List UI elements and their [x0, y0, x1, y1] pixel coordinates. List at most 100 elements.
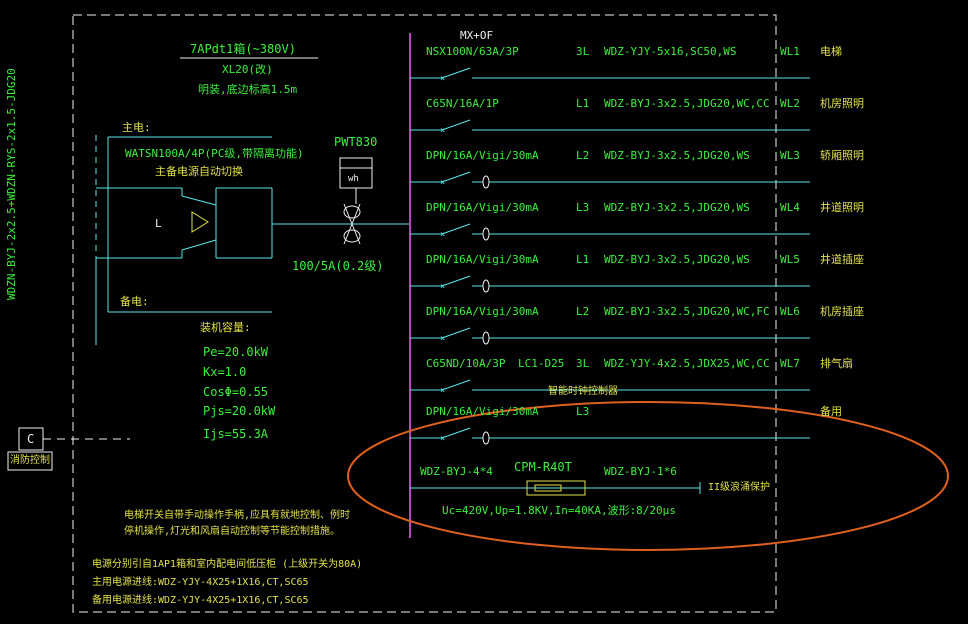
breaker-contact-icon — [441, 171, 471, 183]
breaker-contact-icon — [441, 427, 471, 439]
breaker-x-icon: × — [440, 386, 445, 396]
circuit-id-label: WL1 — [780, 45, 800, 58]
circuit-cable-label: WDZ-YJY-5x16,SC50,WS — [604, 45, 737, 58]
note-line-1: 电梯开关自带手动操作手柄,应具有就地控制、例时 — [124, 510, 351, 521]
circuit-cable-label: WDZ-BYJ-3x2.5,JDG20,WC,FC — [604, 305, 770, 318]
breaker-x-icon: × — [440, 126, 445, 136]
ct-coil-2-icon — [343, 229, 361, 243]
circuit-id-label: WL5 — [780, 253, 800, 266]
circuit-load-label: 轿厢照明 — [820, 149, 864, 162]
ats-contact-b — [181, 195, 217, 206]
circuit-load-label: 井道插座 — [820, 253, 864, 266]
spd-cable-right: WDZ-BYJ-1*6 — [604, 465, 677, 478]
breaker-contact-icon — [441, 275, 471, 287]
fire-control-symbol: C — [27, 432, 35, 446]
ct-cross-b — [343, 203, 361, 245]
note-line-2: 停机操作,灯光和风扇自动控制等节能控制措施。 — [124, 526, 341, 537]
ats-model: WATSN100A/4P(PC级,带隔离功能) — [125, 147, 304, 160]
panel-model: XL20(改) — [222, 63, 273, 76]
load-kx: Kx=1.0 — [203, 365, 247, 379]
circuit-phase-label: L3 — [576, 201, 590, 214]
circuit-load-label: 电梯 — [820, 45, 842, 58]
circuit-id-label: WL4 — [780, 201, 800, 214]
panel-title: 7APdt1箱(~380V) — [190, 42, 296, 56]
ct-coil-1-icon — [343, 205, 361, 219]
spd-desc: II级浪涌保护 — [708, 482, 771, 493]
breaker-contact-icon — [441, 379, 471, 391]
spd-element-icon — [534, 484, 562, 492]
contactor-model: LC1-D25 — [518, 357, 565, 370]
circuit-breaker-label: C65N/16A/1P — [426, 97, 499, 110]
circuit-load-label: 备用 — [820, 405, 842, 418]
circuit-load-label: 机房插座 — [820, 305, 864, 318]
panel-install: 明装,底边标高1.5m — [198, 83, 298, 96]
load-ijs: Ijs=55.3A — [203, 427, 269, 441]
circuit-breaker-label: DPN/16A/Vigi/30mA — [426, 201, 539, 214]
ats-contact-d — [181, 239, 217, 251]
incoming-cable-label: WDZN-BYJ-2x2.5+WDZN-RYS-2x1.5-JDG20 — [5, 68, 18, 300]
circuit-breaker-label: DPN/16A/Vigi/30mA — [426, 305, 539, 318]
circuit-breaker-label: DPN/16A/Vigi/30mA — [426, 253, 539, 266]
circuit-breaker-label: NSX100N/63A/3P — [426, 45, 519, 58]
circuit-id-label: WL7 — [780, 357, 800, 370]
circuit-cable-label: WDZ-BYJ-3x2.5,JDG20,WC,CC — [604, 97, 770, 110]
load-cos: CosΦ=0.55 — [203, 385, 269, 399]
circuit-breaker-label: C65ND/10A/3P — [426, 357, 506, 370]
circuit-load-label: 排气扇 — [820, 357, 853, 370]
rcd-icon — [482, 431, 490, 445]
circuit-load-label: 机房照明 — [820, 97, 864, 110]
circuit-phase-label: 3L — [576, 357, 590, 370]
breaker-contact-icon — [441, 67, 471, 79]
breaker-x-icon: × — [440, 434, 445, 444]
spd-device-icon — [526, 480, 586, 496]
circuit-phase-label: L2 — [576, 149, 590, 162]
meter-unit: wh — [348, 174, 359, 184]
ct-label: 100/5A(0.2级) — [292, 259, 384, 273]
circuit-id-label: WL3 — [780, 149, 800, 162]
breaker-contact-icon — [441, 223, 471, 235]
breaker-contact-icon — [441, 119, 471, 131]
breaker-contact-icon — [441, 327, 471, 339]
fire-control-label: 消防控制 — [10, 455, 50, 466]
circuit-cable-label: WDZ-BYJ-3x2.5,JDG20,WS — [604, 149, 750, 162]
circuit-phase-label: L1 — [576, 253, 590, 266]
ats-triangle-icon — [191, 211, 209, 233]
circuit-phase-label: L2 — [576, 305, 590, 318]
circuit-id-label: WL6 — [780, 305, 800, 318]
circuit-id-label: WL2 — [780, 97, 800, 110]
circuit-phase-label: L1 — [576, 97, 590, 110]
load-pe: Pe=20.0kW — [203, 345, 269, 359]
spd-cable-left: WDZ-BYJ-4*4 — [420, 465, 493, 478]
main-power-label: 主电: — [122, 121, 151, 134]
breaker-x-icon: × — [440, 230, 445, 240]
circuit-cable-label: WDZ-BYJ-3x2.5,JDG20,WS — [604, 201, 750, 214]
note-line-5: 备用电源进线:WDZ-YJY-4X25+1X16,CT,SC65 — [92, 595, 309, 606]
spd-highlight-ellipse — [347, 401, 949, 551]
circuit-breaker-label: DPN/16A/Vigi/30mA — [426, 405, 539, 418]
busbar-label: MX+OF — [460, 29, 494, 42]
panel-frame — [72, 14, 777, 613]
rcd-icon — [482, 279, 490, 293]
breaker-x-icon: × — [440, 74, 445, 84]
load-heading: 装机容量: — [200, 321, 251, 334]
fire-control-label-box — [7, 451, 53, 471]
breaker-x-icon: × — [440, 178, 445, 188]
note-line-4: 主用电源进线:WDZ-YJY-4X25+1X16,CT,SC65 — [92, 577, 309, 588]
ats-desc: 主备电源自动切换 — [155, 165, 243, 178]
contactor-desc: 智能时钟控制器 — [548, 386, 618, 397]
spd-model: CPM-R40T — [514, 460, 572, 474]
note-line-3: 电源分别引自1AP1箱和室内配电间低压柜 (上级开关为80A) — [92, 559, 363, 570]
circuit-wires: × × × × × × × × — [410, 67, 810, 445]
circuit-load-label: 井道照明 — [820, 201, 864, 214]
breaker-x-icon: × — [440, 334, 445, 344]
circuit-breaker-label: DPN/16A/Vigi/30mA — [426, 149, 539, 162]
spd-params: Uc=420V,Up=1.8KV,In=40KA,波形:8/20μs — [442, 504, 676, 517]
circuit-phase-label: L3 — [576, 405, 590, 418]
meter-model: PWT830 — [334, 135, 378, 149]
rcd-icon — [482, 331, 490, 345]
rcd-icon — [482, 175, 490, 189]
load-pjs: Pjs=20.0kW — [203, 404, 276, 418]
circuit-phase-label: 3L — [576, 45, 590, 58]
breaker-x-icon: × — [440, 282, 445, 292]
